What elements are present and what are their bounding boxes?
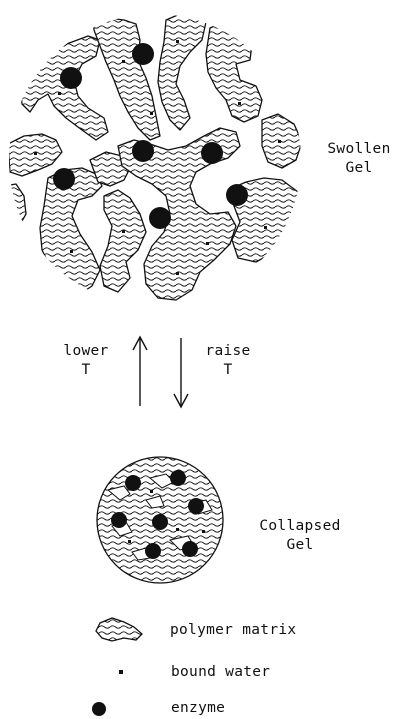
collapsed-gel-label: Collapsed Gel [252, 517, 348, 555]
enzyme-dot [188, 498, 204, 514]
collapsed-gel [97, 457, 223, 583]
lower-t-label-line1: lower [56, 342, 116, 361]
bound-water-dot [202, 530, 205, 533]
enzyme-dot [201, 142, 223, 164]
swollen-gel-label: Swollen Gel [318, 140, 400, 178]
legend-water-label: bound water [171, 664, 270, 680]
enzyme-dot [111, 512, 127, 528]
collapsed-gel-label-line2: Gel [252, 536, 348, 555]
polymer-strand [4, 184, 26, 228]
enzyme-dot [125, 475, 141, 491]
lower-t-label-line2: T [56, 361, 116, 380]
polymer-strand [206, 22, 262, 122]
legend-enzyme-label: enzyme [171, 700, 225, 716]
enzyme-dot [60, 67, 82, 89]
legend-polymer-symbol [96, 618, 142, 641]
bound-water-dot [150, 112, 153, 115]
bound-water-dot [150, 490, 153, 493]
bound-water-dot [176, 40, 179, 43]
legend-enzyme-symbol [92, 702, 106, 716]
enzyme-dot [226, 184, 248, 206]
bound-water-dot [206, 242, 209, 245]
polymer-strand [100, 190, 146, 292]
bound-water-dot [128, 540, 131, 543]
bound-water-dot [176, 528, 179, 531]
enzyme-dot [132, 140, 154, 162]
arrow-up [133, 337, 147, 406]
lower-t-label: lower T [56, 342, 116, 380]
bound-water-dot [238, 102, 241, 105]
polymer-strand [158, 12, 206, 130]
enzyme-dot [132, 43, 154, 65]
bound-water-dot [58, 92, 61, 95]
polymer-strand [262, 114, 302, 168]
bound-water-dot [264, 226, 267, 229]
bound-water-dot [278, 140, 281, 143]
bound-water-dot [122, 60, 125, 63]
legend-water-symbol [119, 670, 123, 674]
raise-t-label-line2: T [198, 361, 258, 380]
swollen-gel-label-line2: Gel [318, 159, 400, 178]
raise-t-label: raise T [198, 342, 258, 380]
bound-water-dot [122, 230, 125, 233]
enzyme-dot [152, 514, 168, 530]
collapsed-gel-label-line1: Collapsed [252, 517, 348, 536]
enzyme-dot [53, 168, 75, 190]
enzyme-dot [145, 543, 161, 559]
enzyme-dot [149, 207, 171, 229]
raise-t-label-line1: raise [198, 342, 258, 361]
bound-water-dot [70, 250, 73, 253]
enzyme-dot [182, 541, 198, 557]
enzyme-dot [170, 470, 186, 486]
bound-water-dot [176, 272, 179, 275]
polymer-strand [20, 36, 108, 140]
swollen-gel-label-line1: Swollen [318, 140, 400, 159]
legend-polymer-label: polymer matrix [170, 622, 296, 638]
arrow-down [174, 338, 188, 407]
bound-water-dot [34, 152, 37, 155]
